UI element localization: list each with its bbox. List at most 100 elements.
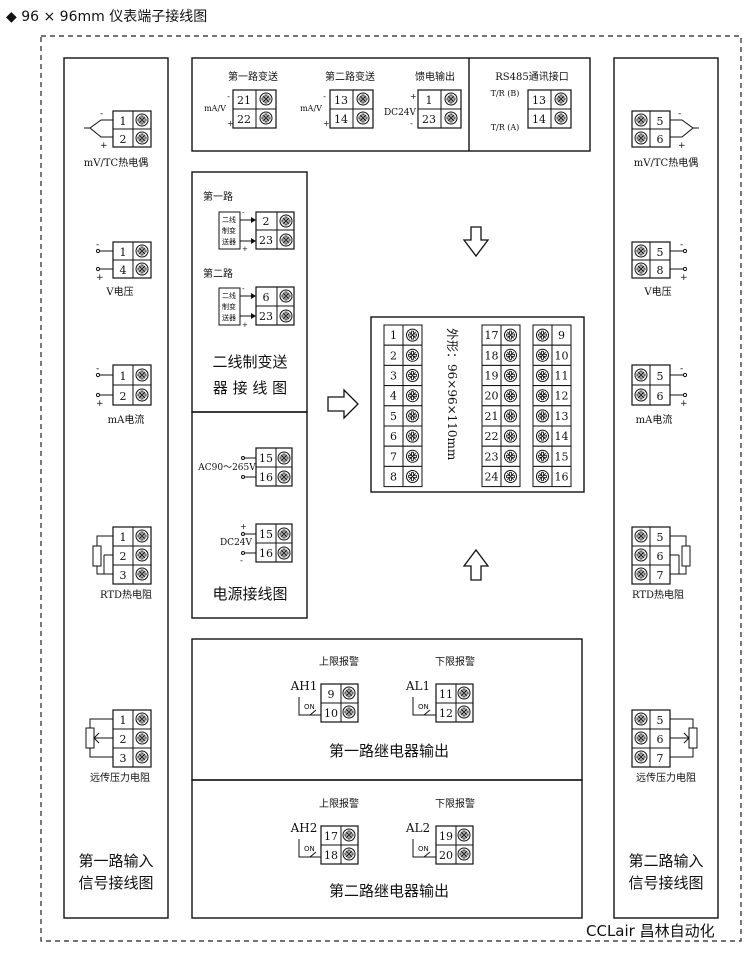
terminal-number: 2 bbox=[120, 133, 127, 146]
instrument-terminal: 6 bbox=[383, 425, 423, 447]
terminal-number: 8 bbox=[390, 471, 397, 484]
right-tc-block: 5 6 - + mV/TC热电偶 bbox=[631, 109, 699, 169]
terminal-number: 5 bbox=[657, 531, 664, 544]
svg-text:+: + bbox=[242, 245, 248, 253]
screw-icon bbox=[504, 389, 517, 403]
terminal-number: 16 bbox=[259, 547, 273, 560]
screw-icon bbox=[406, 429, 419, 443]
arrow-right-icon bbox=[327, 388, 359, 420]
svg-text:-: - bbox=[680, 364, 683, 374]
device-label: 二线 bbox=[222, 291, 236, 300]
ac-label: AC90～265V bbox=[197, 463, 256, 473]
left-v-label: V电压 bbox=[105, 285, 133, 298]
terminal-number: 12 bbox=[555, 390, 569, 403]
device-label: 制变 bbox=[222, 226, 236, 235]
terminal-number: 11 bbox=[439, 688, 453, 701]
terminal-number: 5 bbox=[657, 115, 664, 128]
terminal-number: 7 bbox=[657, 569, 664, 582]
terminal-block: 1 2 bbox=[112, 110, 152, 148]
terminal-number: 13 bbox=[532, 94, 546, 107]
screw-icon bbox=[504, 429, 517, 443]
terminal-number: 1 bbox=[120, 246, 127, 259]
terminal-number: 24 bbox=[485, 471, 499, 484]
arrow-down-icon bbox=[462, 226, 490, 258]
two-wire-title-1: 二线制变送 bbox=[212, 353, 287, 371]
svg-text:-: - bbox=[323, 92, 326, 101]
svg-text:+: + bbox=[678, 141, 686, 151]
left-tc-label: mV/TC热电偶 bbox=[84, 156, 148, 169]
screw-icon bbox=[536, 348, 549, 362]
terminal-number: 14 bbox=[532, 113, 546, 126]
instrument-terminal: 19 bbox=[481, 364, 521, 387]
ah1-label: AH1 bbox=[290, 679, 318, 693]
svg-text:-: - bbox=[680, 240, 683, 250]
device-label: 送器 bbox=[222, 237, 236, 246]
instrument-terminal: 5 bbox=[383, 405, 423, 427]
terminal-number: 3 bbox=[120, 569, 127, 582]
left-v-block: 1 4 - + V电压 bbox=[95, 240, 152, 298]
terminal-number: 21 bbox=[237, 94, 251, 107]
terminal-number: 2 bbox=[120, 390, 127, 403]
terminal-number: 14 bbox=[334, 113, 348, 126]
svg-text:-: - bbox=[100, 109, 103, 119]
terminal-number: 2 bbox=[120, 550, 127, 563]
screw-icon bbox=[504, 409, 517, 423]
ma-v-label-1: mA/V bbox=[204, 104, 226, 113]
two-wire-title-2: 器 接 线 图 bbox=[213, 379, 287, 397]
upper-alarm-label: 上限报警 bbox=[319, 655, 359, 668]
left-pot-block: 1 2 3 远传压力电阻 bbox=[85, 709, 152, 784]
device-label: 送器 bbox=[222, 313, 236, 322]
svg-text:+: + bbox=[242, 321, 248, 329]
dimension-label: 外形：96×96×110mm bbox=[445, 328, 459, 461]
terminal-number: 6 bbox=[657, 390, 664, 403]
terminal-number: 18 bbox=[485, 349, 499, 362]
instrument-terminal: 15 bbox=[532, 445, 572, 467]
svg-text:+: + bbox=[680, 273, 688, 283]
device-label: 制变 bbox=[222, 302, 236, 311]
terminal-number: 16 bbox=[259, 471, 273, 484]
svg-text:+: + bbox=[96, 399, 104, 409]
on-label: ON bbox=[304, 703, 315, 711]
left-input-panel: 第一路输入 信号接线图 1 2 - + mV/TC热电偶 1 4 bbox=[63, 57, 169, 919]
arrow-up-icon bbox=[462, 548, 490, 581]
right-v-block: 5 8 - + V电压 bbox=[631, 240, 688, 298]
screw-icon bbox=[406, 369, 419, 382]
right-pot-block: 5 6 7 远传压力电阻 bbox=[631, 709, 698, 784]
tx2-label: 第二路变送 bbox=[325, 70, 375, 83]
svg-text:-: - bbox=[240, 556, 243, 565]
instrument-terminal: 22 bbox=[481, 425, 521, 447]
terminal-number: 6 bbox=[657, 133, 664, 146]
instrument-terminal: 18 bbox=[481, 344, 521, 366]
upper-alarm-label: 上限报警 bbox=[319, 797, 359, 810]
svg-text:-: - bbox=[242, 209, 245, 217]
page-title: ◆ 96 × 96mm 仪表端子接线图 bbox=[6, 9, 208, 25]
left-pot-label: 远传压力电阻 bbox=[90, 771, 150, 784]
svg-text:+: + bbox=[240, 522, 247, 531]
svg-text:-: - bbox=[96, 364, 99, 374]
instrument-terminal: 3 bbox=[383, 364, 423, 387]
terminal-number: 2 bbox=[390, 349, 397, 362]
instrument-terminal: 12 bbox=[532, 385, 572, 407]
right-v-label: V电压 bbox=[643, 285, 671, 298]
svg-text:-: - bbox=[410, 119, 413, 128]
right-pot-label: 远传压力电阻 bbox=[636, 771, 696, 784]
lower-alarm-label: 下限报警 bbox=[435, 797, 475, 810]
instrument-terminal: 4 bbox=[383, 385, 423, 407]
terminal-number: 15 bbox=[259, 528, 273, 541]
terminal-number: 4 bbox=[390, 390, 397, 403]
terminal-number: 1 bbox=[426, 94, 433, 107]
instrument-terminal: 8 bbox=[383, 465, 423, 488]
terminal-number: 5 bbox=[390, 410, 397, 423]
screw-icon bbox=[406, 348, 419, 362]
terminal-number: 23 bbox=[259, 234, 273, 247]
terminal-number: 20 bbox=[439, 849, 453, 862]
terminal-number: 7 bbox=[390, 450, 397, 463]
terminal-number: 18 bbox=[324, 849, 338, 862]
screw-icon bbox=[536, 369, 549, 382]
instrument-terminal: 13 bbox=[532, 405, 572, 427]
terminal-number: 23 bbox=[422, 113, 436, 126]
instrument-terminal: 16 bbox=[532, 465, 572, 488]
instrument-terminal: 10 bbox=[532, 344, 572, 366]
